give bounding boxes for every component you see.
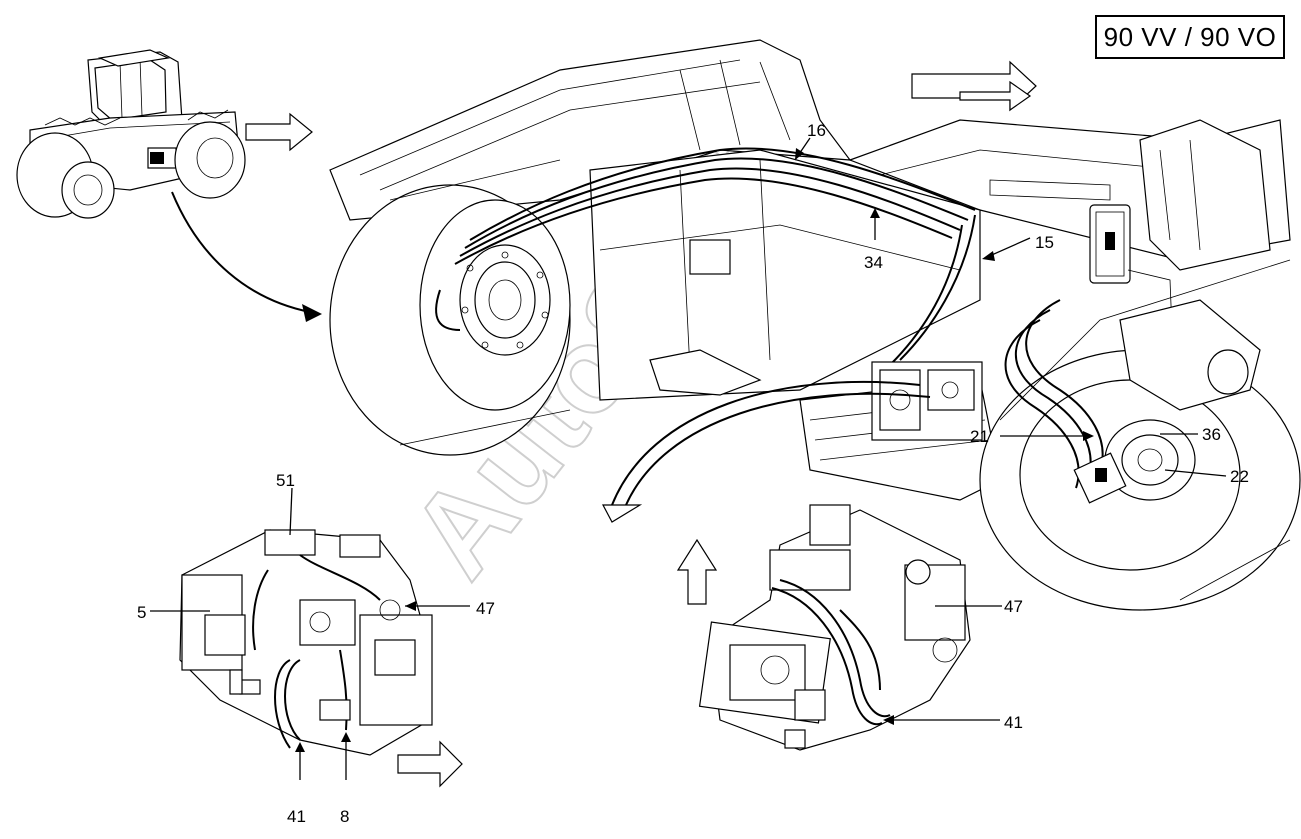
callout-41-right: 41 (1004, 713, 1023, 732)
pump-assembly-right (698, 504, 971, 751)
direction-arrow-icon (245, 112, 313, 152)
callout-22: 22 (1230, 467, 1249, 486)
callout-51: 51 (276, 471, 295, 490)
callout-8: 8 (340, 807, 349, 826)
roller-thumbnail (16, 49, 246, 219)
callout-5: 5 (137, 603, 146, 622)
callout-47-left: 47 (476, 599, 495, 618)
callout-15: 15 (1035, 233, 1054, 252)
leader-arrowheads (295, 148, 1094, 752)
pump-assembly-left (179, 529, 433, 756)
direction-arrow-icon (676, 538, 718, 605)
model-label-box: 90 VV / 90 VO (1095, 15, 1285, 59)
callout-36: 36 (1202, 425, 1221, 444)
callout-41-left: 41 (287, 807, 306, 826)
frame-pump-group (871, 361, 983, 441)
pointer-arrowhead-icon (302, 304, 322, 322)
pointer-curve (171, 191, 311, 313)
callout-34: 34 (864, 253, 883, 272)
callout-47-right: 47 (1004, 597, 1023, 616)
main-machine-view (329, 39, 1301, 611)
callout-labels: 16 34 15 21 36 22 51 5 47 41 8 47 41 (137, 121, 1249, 826)
direction-arrow-icon (397, 740, 463, 788)
rear-drum-motor (1073, 452, 1127, 504)
callout-21: 21 (970, 427, 989, 446)
callout-16: 16 (807, 121, 826, 140)
